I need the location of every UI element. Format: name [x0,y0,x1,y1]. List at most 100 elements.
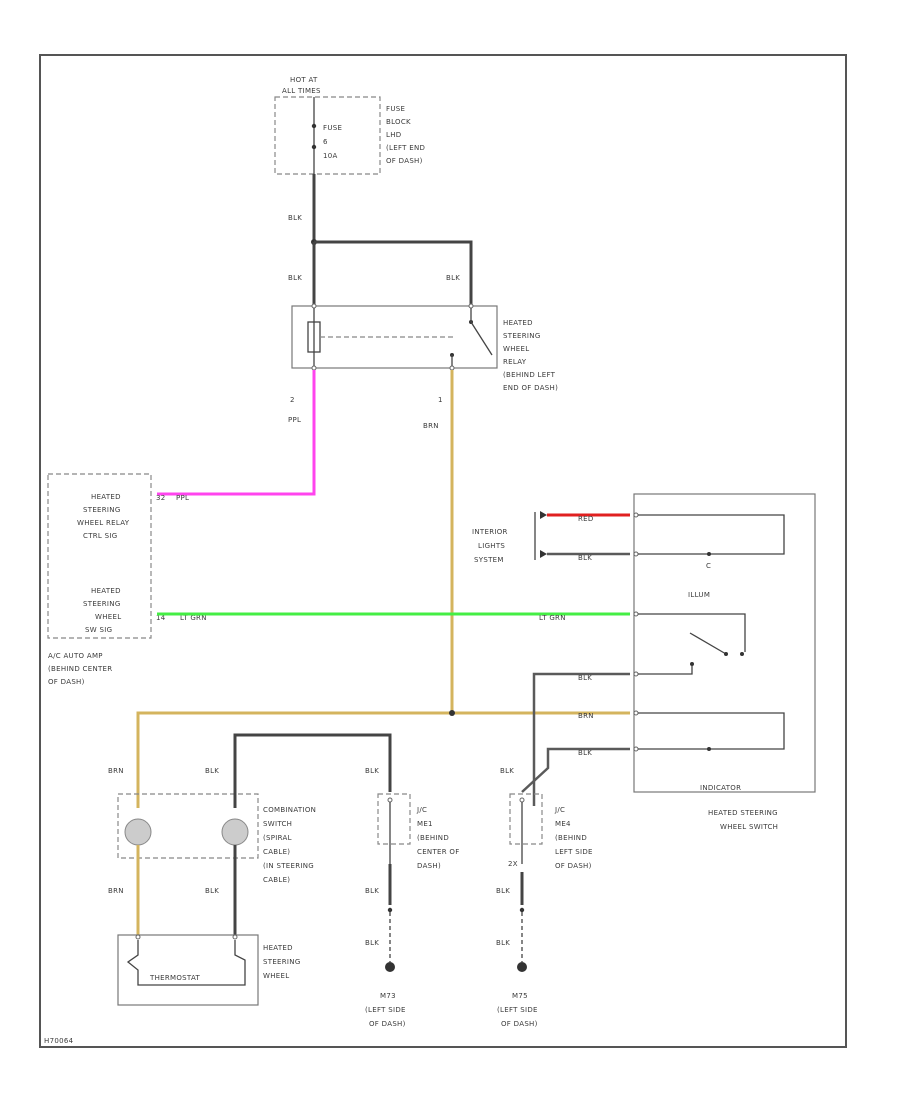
ac-label-1a: HEATED [91,493,121,501]
hot-at-label-2: ALL TIMES [282,87,321,95]
relay-pin-2: 2 [290,396,295,404]
wire-label-blk-l2: BLK [205,887,219,895]
wire-label-blk-j1c: BLK [365,939,379,947]
diagram-frame [39,54,847,1048]
comb-switch-label-2: SWITCH [263,820,292,828]
ac-pin-32: 32 [156,494,166,502]
wire-label-blk-3: BLK [446,274,460,282]
relay-box [291,305,498,369]
ground-m73-label-1: M73 [380,992,396,1000]
heated-wheel-label-1: HEATED [263,944,293,952]
wire-label-blk-j2c: BLK [496,939,510,947]
comb-switch-label-4: CABLE) [263,848,290,856]
ground-m75-label-3: OF DASH) [501,1020,538,1028]
wire-lt-grn: LT GRN [157,612,630,622]
junction-me1-label-1: J/C [416,806,427,814]
ground-m75-label-2: (LEFT SIDE [497,1006,538,1014]
switch-illum-label: ILLUM [688,591,710,599]
wire-label-brn-l2: BRN [108,887,124,895]
fuse-block-label: FUSE [386,105,405,113]
fuse-block: HOT AT ALL TIMES FUSE 6 10A FUSE BLOCK L… [274,76,425,175]
ac-label-1c: WHEEL RELAY [77,519,130,527]
relay-label-6: END OF DASH) [503,384,558,392]
junction-me1: BLK J/C ME1 (BEHIND CENTER OF DASH) BLK … [365,767,460,1028]
switch-label-2: WHEEL SWITCH [720,823,778,831]
fuse-block-outline [274,96,381,175]
wire-label-blk-j2b: BLK [496,887,510,895]
fuse-label: FUSE [323,124,342,132]
switch-box [633,493,816,793]
ac-label-3a: A/C AUTO AMP [48,652,103,660]
junction-me4-pin: 2X [508,860,518,868]
wire-label-brn: BRN [423,422,439,430]
junction-me4: BLK 2X J/C ME4 (BEHIND LEFT SIDE OF DASH… [496,767,592,1028]
wire-label-blk-ext: BLK [578,554,592,562]
wire-brn: BRN [136,370,630,808]
wire-comb-to-wheel: BRN BLK [108,845,237,935]
wire-switch-ground: BLK BRN BLK [521,672,630,806]
wire-label-ltgrn-2: LT GRN [539,614,566,622]
wire-label-ppl-2: PPL [176,494,189,502]
fuse-block-label-5: OF DASH) [386,157,423,165]
heated-wheel-label-3: WHEEL [263,972,289,980]
ac-auto-amp: HEATED STEERING WHEEL RELAY CTRL SIG HEA… [47,473,207,686]
ac-auto-amp-outline [47,473,152,639]
wire-label-blk-j1a: BLK [365,767,379,775]
relay-label-3: WHEEL [503,345,529,353]
junction-me1-label-5: DASH) [417,862,441,870]
wire-label-red: RED [578,515,594,523]
fuse-rating: 10A [323,152,338,160]
junction-me4-label-1: J/C [554,806,565,814]
junction-me1-label-3: (BEHIND [417,834,449,842]
junction-me4-outline [509,793,543,845]
junction-me4-label-3: (BEHIND [555,834,587,842]
relay-label-5: (BEHIND LEFT [503,371,556,379]
switch-label-1: HEATED STEERING [708,809,778,817]
ground-m73-label-2: (LEFT SIDE [365,1006,406,1014]
heated-steering-wheel: THERMOSTAT HEATED STEERING WHEEL [117,934,301,1006]
switch-pin-1: C [706,562,711,570]
junction-me1-label-4: CENTER OF [417,848,460,856]
interior-lights-label-3: SYSTEM [474,556,504,564]
wire-label-blk: BLK [288,214,302,222]
comb-switch-label-5: (IN STEERING [263,862,314,870]
fuse-block-label-2: BLOCK [386,118,411,126]
relay-label-1: HEATED [503,319,533,327]
ac-pin-14: 14 [156,614,166,622]
comb-switch-label-3: (SPIRAL [263,834,292,842]
wire-label-blk-l: BLK [205,767,219,775]
interior-lights-label-1: INTERIOR [472,528,508,536]
wire-label-blk-2: BLK [288,274,302,282]
interior-lights-system: INTERIOR LIGHTS SYSTEM RED BLK [472,511,630,564]
fuse-block-label-4: (LEFT END [386,144,425,152]
wire-label-ltgrn: LT GRN [180,614,207,622]
junction-me1-label-2: ME1 [417,820,433,828]
wire-blk-fuse: BLK BLK BLK [288,174,473,306]
relay-pin-1: 1 [438,396,443,404]
relay-label-4: RELAY [503,358,527,366]
relay-label-2: STEERING [503,332,541,340]
diagram-code: H70064 [44,1037,74,1045]
ground-m73-label-3: OF DASH) [369,1020,406,1028]
hot-at-label: HOT AT [290,76,318,84]
heated-steering-wheel-relay: 2 1 HEATED STEERING WHEEL RELAY (BEHIND … [290,303,558,404]
wire-label-ppl: PPL [288,416,301,424]
ground-m75-label-1: M75 [512,992,528,1000]
ac-label-3c: OF DASH) [48,678,85,686]
heated-wheel-box [117,934,259,1006]
wire-label-brn-l: BRN [108,767,124,775]
wire-label-brn-r: BRN [578,712,594,720]
junction-me4-label-2: ME4 [555,820,571,828]
comb-switch-label-6: CABLE) [263,876,290,884]
thermostat-label: THERMOSTAT [149,974,200,982]
ac-label-2c: WHEEL [95,613,121,621]
ac-label-2a: HEATED [91,587,121,595]
interior-lights-label-2: LIGHTS [478,542,505,550]
combination-switch-outline [117,793,259,859]
wire-label-blk-j1b: BLK [365,887,379,895]
ac-label-1d: CTRL SIG [83,532,117,540]
heated-steering-wheel-switch: C ILLUM INDICATOR HEATED STEERING WHEEL … [633,493,816,831]
wire-ppl: PPL [157,370,316,496]
heated-wheel-label-2: STEERING [263,958,301,966]
